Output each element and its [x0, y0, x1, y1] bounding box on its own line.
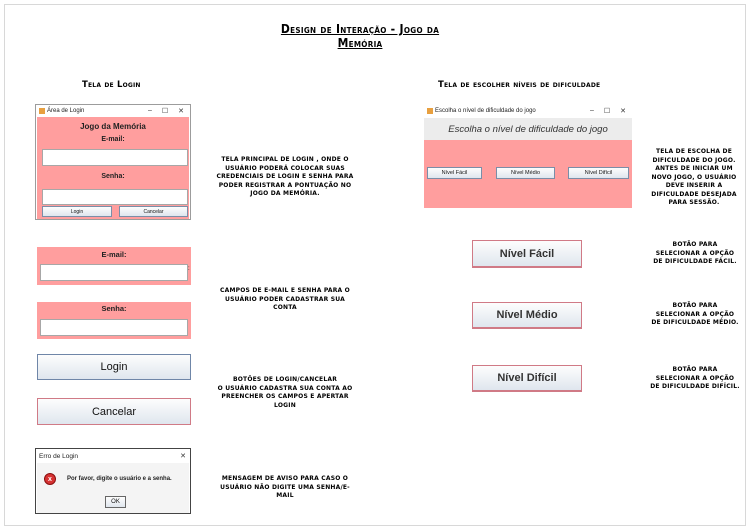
login-button[interactable]: Login: [42, 206, 112, 217]
levels-section-heading: Tela de escolher níveis de dificuldade: [438, 80, 601, 90]
email-field-input[interactable]: [40, 264, 188, 281]
error-description: Mensagem de aviso para caso o usuário nã…: [220, 475, 350, 499]
login-button-large[interactable]: Login: [37, 354, 191, 380]
minimize-icon[interactable]: –: [589, 107, 594, 114]
close-icon[interactable]: ✕: [178, 108, 184, 115]
login-screen-description: Tela principal de login , onde o usuário…: [216, 156, 354, 197]
email-input[interactable]: [42, 149, 188, 166]
senha-field-label: Senha:: [101, 304, 127, 313]
level-panel: Nível Fácil Nível Médio Nível Difícil: [424, 140, 632, 208]
medium-button-large[interactable]: Nível Médio: [472, 302, 582, 329]
login-section-heading: Tela de Login: [82, 80, 141, 90]
maximize-icon[interactable]: ☐: [603, 108, 611, 115]
hard-button-large[interactable]: Nível Difícil: [472, 365, 582, 392]
app-title: Jogo da Memória: [80, 122, 146, 131]
page-frame: [4, 4, 746, 526]
buttons-description-line1: Botões de login/cancelar: [232, 376, 338, 383]
email-field-panel: E-mail:: [37, 247, 191, 285]
hard-button-description: Botão para selecionar a opção de dificul…: [650, 366, 740, 390]
maximize-icon[interactable]: ☐: [161, 108, 169, 115]
level-screen-description: Tela de escolha de dificuldade do jogo. …: [651, 148, 737, 206]
close-icon[interactable]: ✕: [620, 108, 626, 115]
senha-input[interactable]: [42, 189, 188, 205]
level-window-titlebar: Escolha o nível de dificuldade do jogo –…: [424, 104, 632, 118]
error-dialog: Erro de Login ✕ x Por favor, digite o us…: [35, 448, 191, 514]
ok-button[interactable]: OK: [105, 496, 126, 508]
medium-button-description: Botão para selecionar a opção de dificul…: [651, 302, 739, 326]
java-app-icon: [427, 108, 433, 114]
minimize-icon[interactable]: –: [147, 107, 152, 114]
senha-field-input[interactable]: [40, 319, 188, 336]
error-icon: x: [44, 473, 56, 485]
error-dialog-title: Erro de Login: [39, 452, 79, 460]
text-cursor-mark: :: [188, 266, 190, 272]
fields-description: Campos de e-mail e senha para o usuário …: [220, 287, 350, 311]
level-window-title: Escolha o nível de dificuldade do jogo: [435, 108, 536, 114]
senha-label: Senha:: [101, 173, 125, 180]
cancel-button[interactable]: Cancelar: [119, 206, 188, 217]
hard-level-button[interactable]: Nível Difícil: [568, 167, 629, 179]
error-dialog-titlebar: Erro de Login ✕: [36, 449, 190, 463]
senha-field-panel: Senha:: [37, 302, 191, 339]
page-title: Design de Interação - Jogo da Memória: [0, 22, 720, 50]
easy-button-description: Botão para selecionar a opção de dificul…: [653, 241, 737, 265]
login-window-titlebar: Área de Login – ☐ ✕: [36, 105, 190, 117]
buttons-description-line2: O usuário cadastra sua conta ao preenche…: [217, 384, 353, 409]
medium-level-button[interactable]: Nível Médio: [496, 167, 555, 179]
error-dialog-body: x Por favor, digite o usuário e a senha.…: [37, 463, 189, 513]
java-app-icon: [39, 108, 45, 114]
error-message: Por favor, digite o usuário e a senha.: [67, 476, 172, 482]
level-window: Escolha o nível de dificuldade do jogo –…: [424, 104, 632, 208]
email-label: E-mail:: [101, 136, 125, 143]
easy-level-button[interactable]: Nível Fácil: [427, 167, 482, 179]
level-window-header: Escolha o nível de dificuldade do jogo: [424, 118, 632, 140]
cancel-button-large[interactable]: Cancelar: [37, 398, 191, 425]
login-window: Área de Login – ☐ ✕ Jogo da Memória E-ma…: [35, 104, 191, 220]
close-icon[interactable]: ✕: [180, 453, 186, 460]
easy-button-large[interactable]: Nível Fácil: [472, 240, 582, 268]
page-title-line1: Design de Interação - Jogo da: [280, 22, 440, 36]
email-field-label: E-mail:: [101, 250, 127, 259]
page-title-line2: Memória: [337, 36, 383, 50]
login-window-title: Área de Login: [47, 108, 85, 114]
login-panel: Jogo da Memória E-mail: Senha: Login Can…: [37, 117, 189, 219]
buttons-description: Botões de login/cancelar O usuário cadas…: [212, 376, 358, 410]
